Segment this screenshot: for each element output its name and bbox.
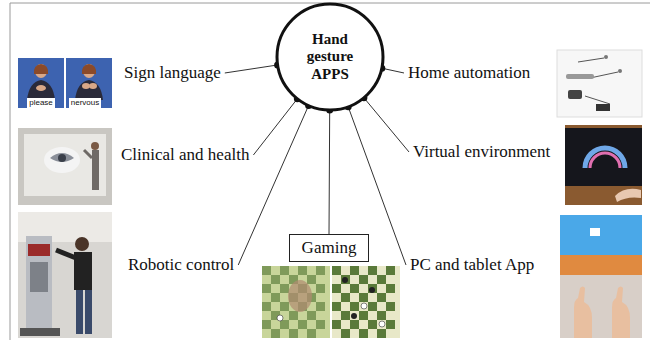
application-box: Gaming <box>289 234 370 262</box>
connector-line <box>364 98 409 152</box>
node-title: Clinical and health <box>121 145 249 165</box>
application-label: Home automation <box>404 63 534 83</box>
application-label: Clinical and health <box>117 145 253 165</box>
hub-circle: Hand gesture APPS <box>275 2 385 112</box>
application-label: Virtual environment <box>409 142 554 162</box>
node-title: Sign language <box>124 63 221 83</box>
node-title: Gaming <box>302 238 357 258</box>
node-title: Home automation <box>408 63 530 83</box>
clinical-photo <box>18 128 112 205</box>
home-automation-photo <box>557 50 642 117</box>
node-title: Virtual environment <box>413 142 550 162</box>
spoke-connector <box>253 95 300 155</box>
application-label: Sign language <box>120 63 225 83</box>
photo-caption: nervous <box>69 98 101 108</box>
spoke-connector <box>360 94 409 152</box>
node-title: Hand gesture APPS <box>288 31 372 83</box>
sign-language-photo <box>18 58 112 108</box>
pc-tablet-photo <box>560 215 642 338</box>
node-title: Robotic control <box>128 255 234 275</box>
node-title: PC and tablet App <box>410 255 534 275</box>
robotic-control-photo <box>18 212 112 338</box>
connector-line <box>329 110 331 234</box>
spoke-connector <box>225 61 281 73</box>
gaming-chess-photo <box>262 266 400 338</box>
frame-line <box>10 3 11 340</box>
application-label: Robotic control <box>124 255 238 275</box>
spoke-connector <box>326 106 333 234</box>
application-label: PC and tablet App <box>406 255 538 275</box>
photo-caption: please <box>27 98 55 108</box>
connector-line <box>225 65 278 73</box>
virtual-environment-photo <box>565 125 642 205</box>
